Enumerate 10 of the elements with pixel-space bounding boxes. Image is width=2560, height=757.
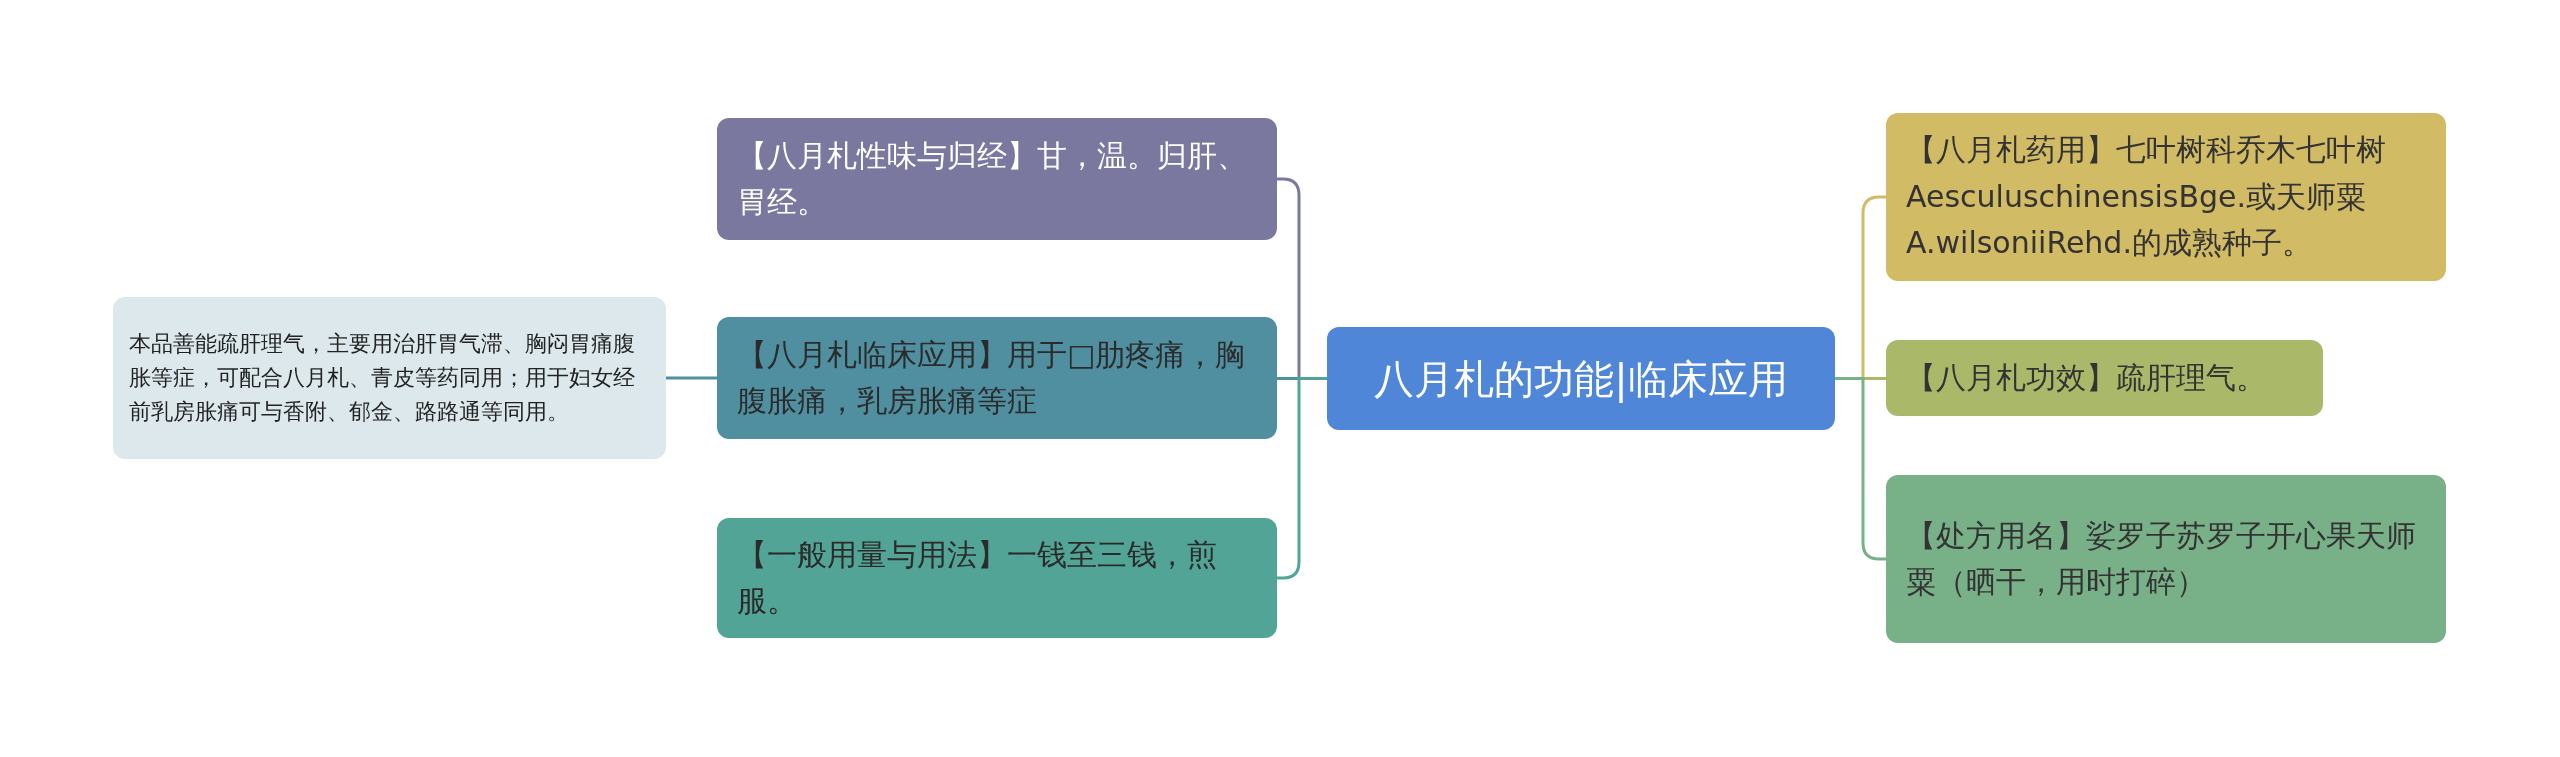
connector-line: [1835, 377, 1886, 561]
topic-box: 【八月札药用】七叶树科乔木七叶树AesculuschinensisBge.或天师粟A.wilsoniiRehd.的成熟种子。: [1886, 113, 2446, 281]
note-box: 本品善能疏肝理气，主要用治肝胃气滞、胸闷胃痛腹胀等症，可配合八月札、青皮等药同用；用于妇女经前乳房胀痛可与香附、郁金、路路通等同用。: [113, 297, 666, 459]
topic-box: 【一般用量与用法】一钱至三钱，煎服。: [717, 518, 1277, 638]
topic-box: 【八月札功效】疏肝理气。: [1886, 340, 2323, 416]
topic-box: 【处方用名】娑罗子苏罗子开心果天师粟（晒干，用时打碎）: [1886, 475, 2446, 643]
connector-line: [666, 376, 717, 380]
topic-box: 【八月札临床应用】用于□肋疼痛，胸腹胀痛，乳房胀痛等症: [717, 317, 1277, 439]
central-topic-box: 八月札的功能|临床应用: [1327, 327, 1835, 430]
topic-box: 【八月札性味与归经】甘，温。归肝、胃经。: [717, 118, 1277, 240]
